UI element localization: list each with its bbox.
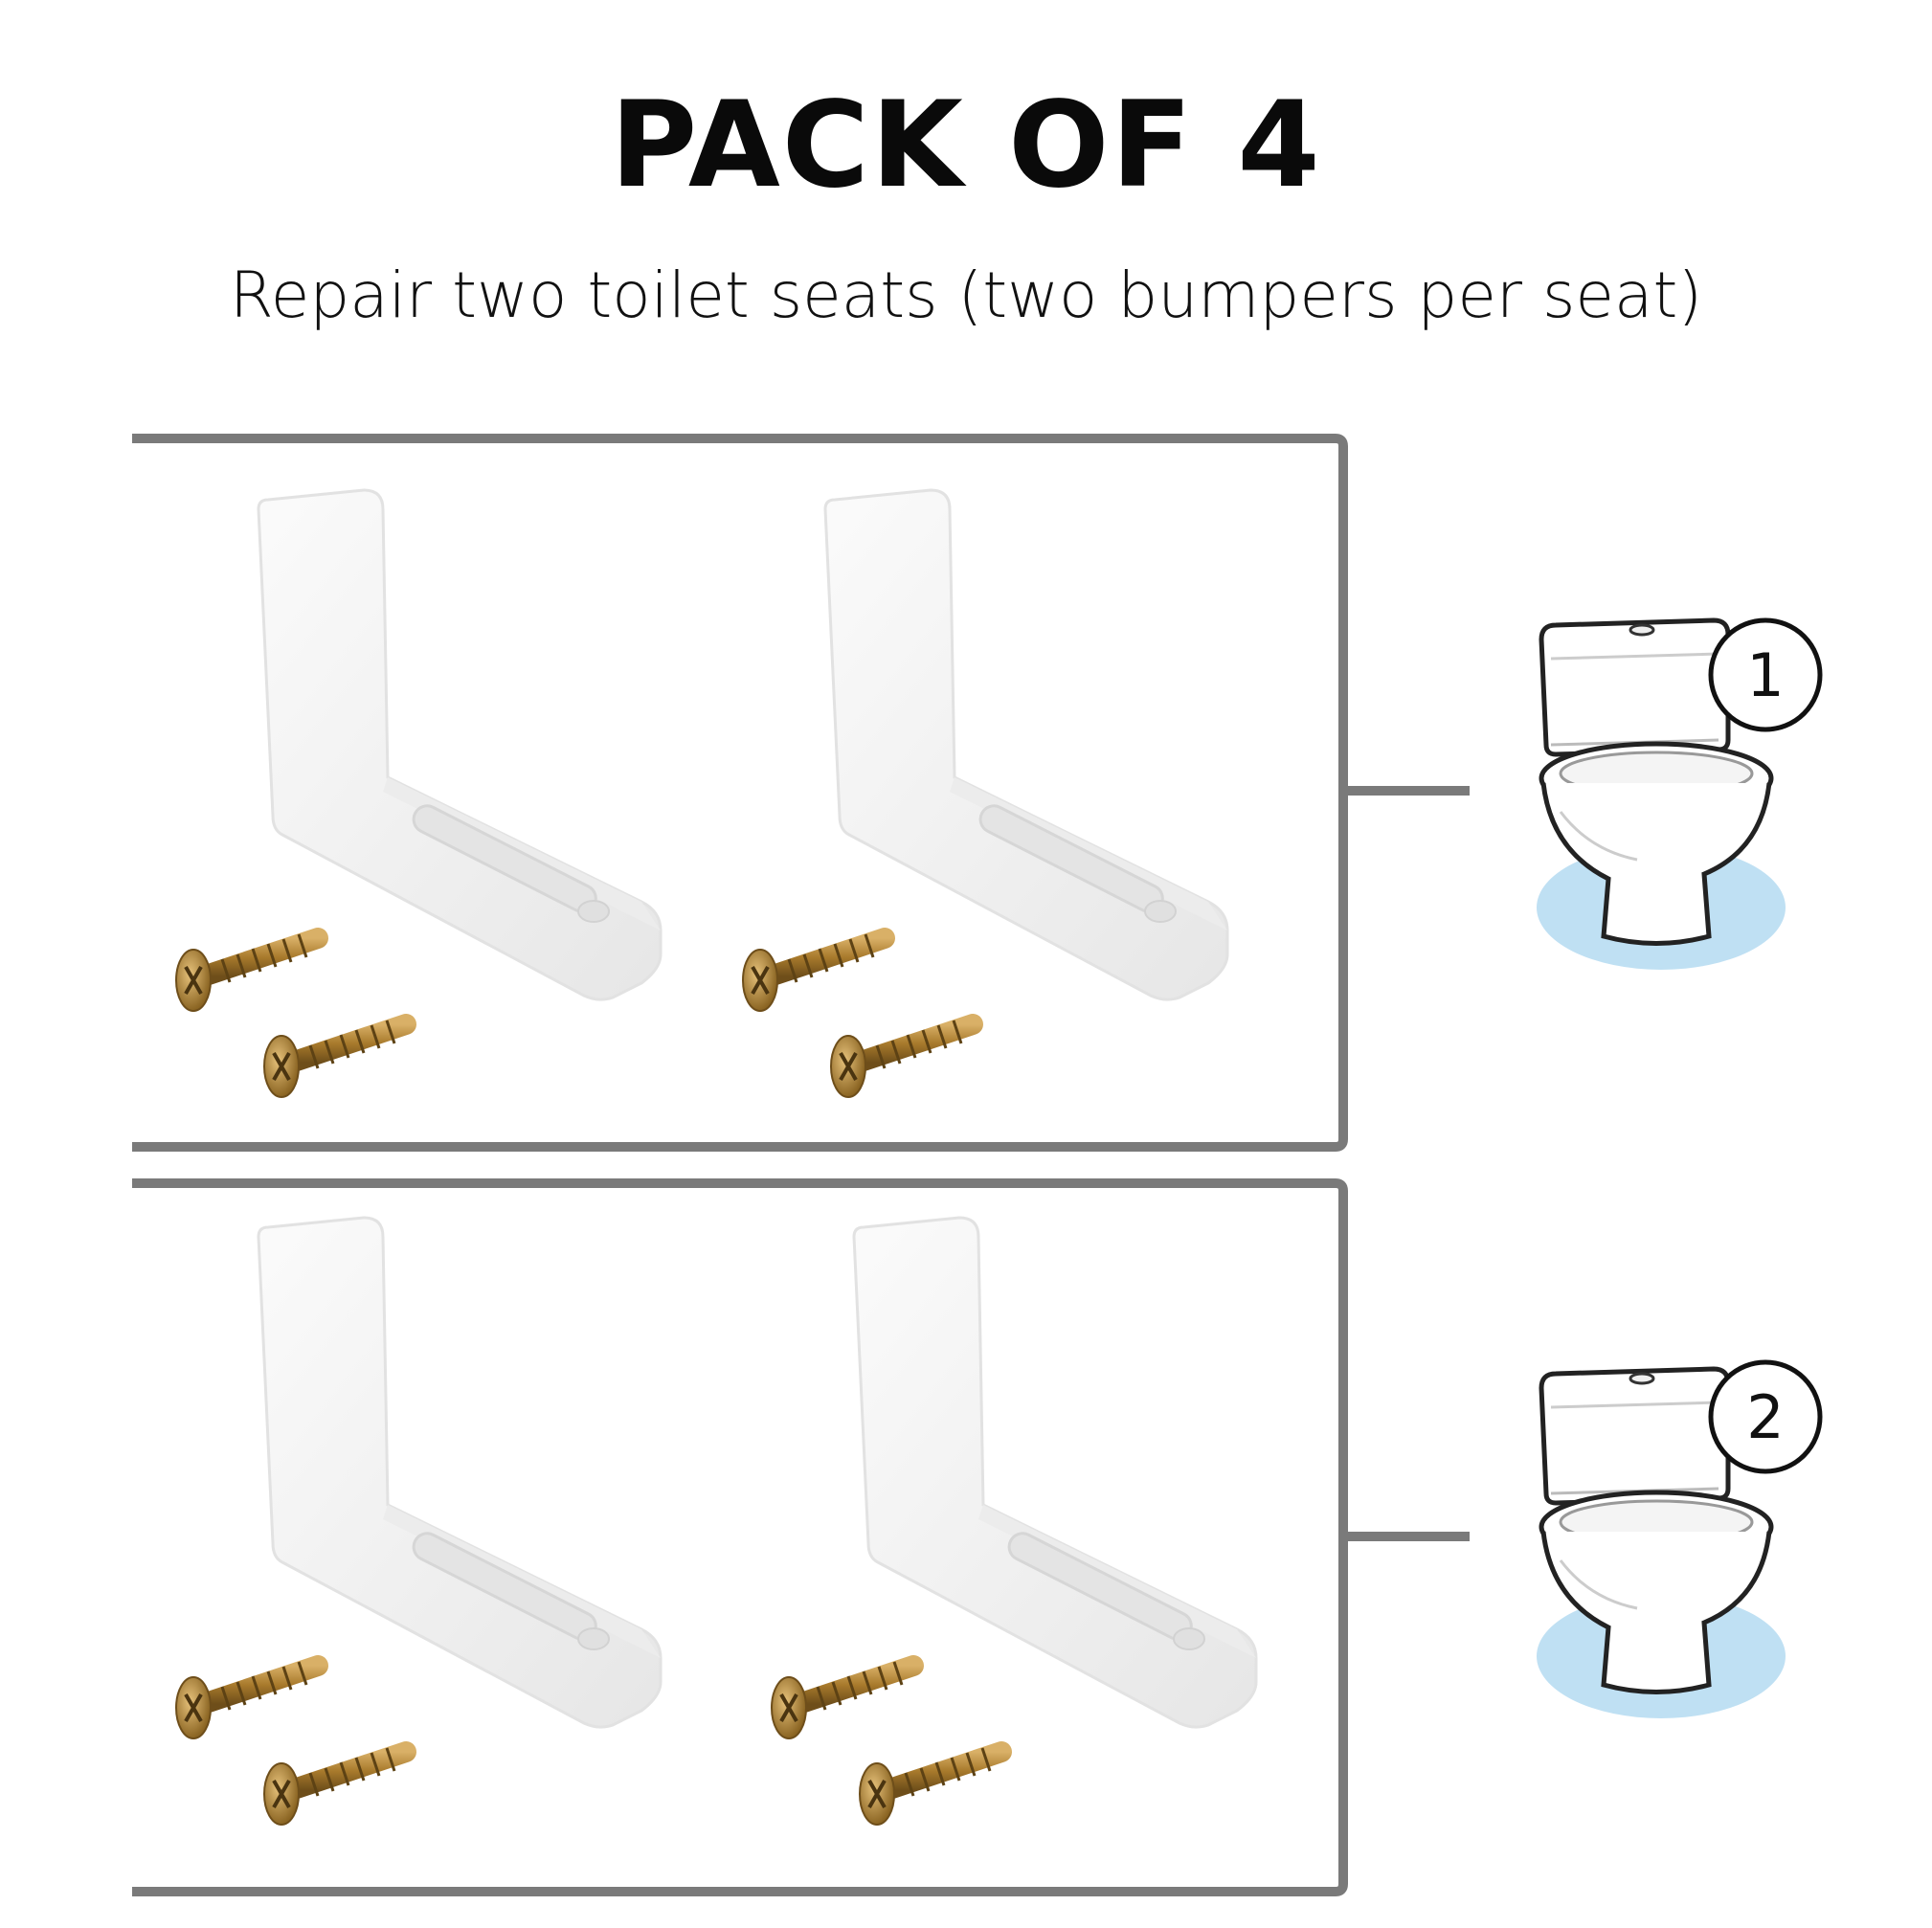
screw-icon [860, 1748, 1001, 1825]
seat-number-2: 2 [1746, 1382, 1784, 1452]
screw-icon [772, 1662, 913, 1738]
screw-icon [831, 1020, 973, 1097]
bumper-icon [257, 1216, 663, 1729]
screw-icon [743, 934, 885, 1011]
bumper-icon [852, 1216, 1258, 1729]
group-bracket-2 [132, 1178, 1470, 1896]
page-title: PACK OF 4 [610, 77, 1322, 214]
seat-number-1: 1 [1746, 640, 1784, 710]
group-bracket-1 [132, 434, 1470, 1152]
bumper-icon [823, 488, 1229, 1001]
screw-icon [264, 1748, 406, 1825]
seat-number-badge-1: 1 [1708, 617, 1823, 732]
screw-icon [176, 934, 318, 1011]
screw-icon [264, 1020, 406, 1097]
screw-icon [176, 1662, 318, 1738]
page-subtitle: Repair two toilet seats (two bumpers per… [229, 258, 1703, 332]
bumper-icon [257, 488, 663, 1001]
seat-number-badge-2: 2 [1708, 1359, 1823, 1474]
